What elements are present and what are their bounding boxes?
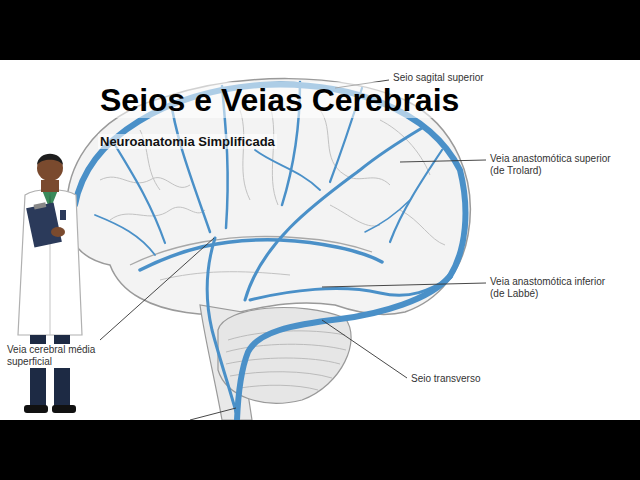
title: Seios e Veias Cerebrais [97,82,462,118]
structure-label: Veia anastomótica inferior (de Labbé) [488,276,617,300]
structure-label: Seio sagital superior [391,72,486,84]
structure-label: Veia cerebral média superficial [5,344,109,368]
structure-label: Seio transverso [409,373,482,385]
structure-label: Veia anastomótica superior (de Trolard) [488,153,617,177]
subtitle: Neuroanatomia Simplificada [98,134,277,149]
